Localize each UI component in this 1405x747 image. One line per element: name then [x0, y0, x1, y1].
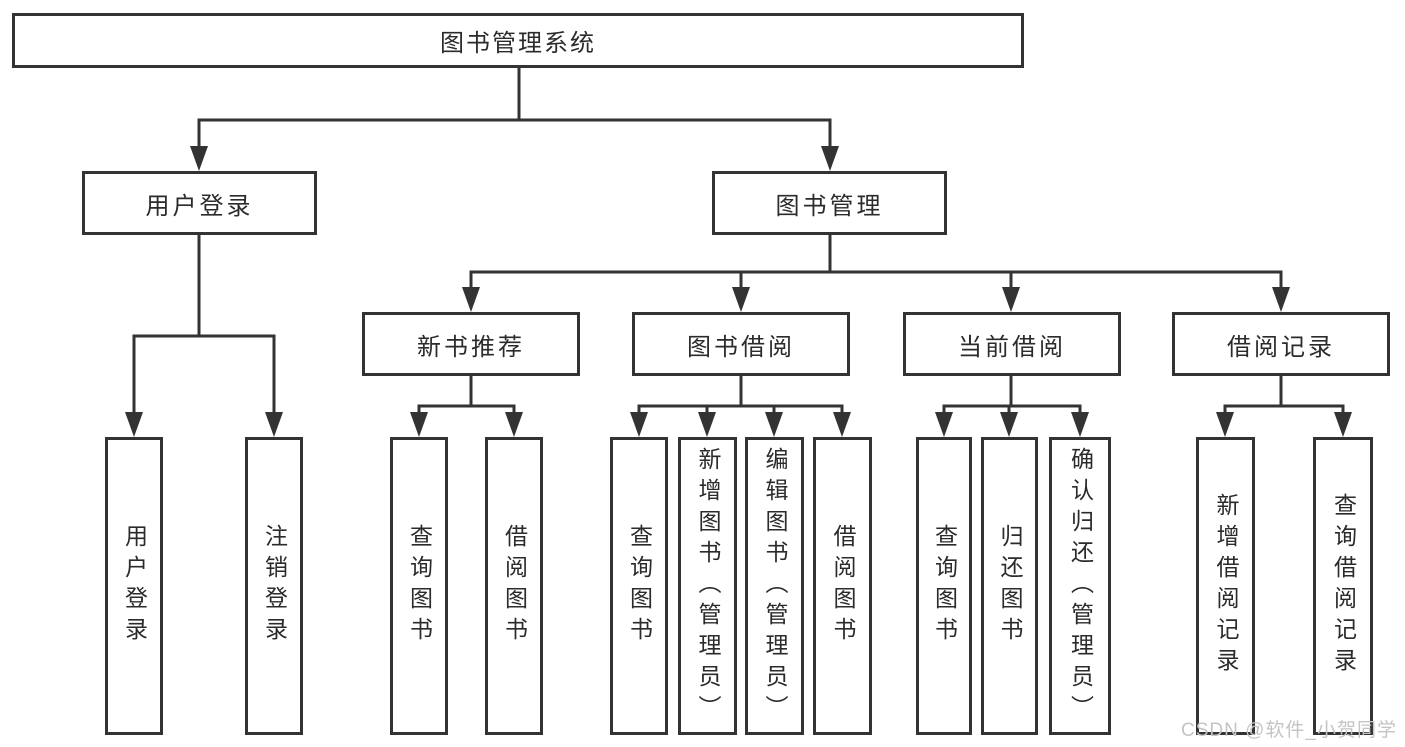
node-book-borrowing: 图书借阅 [632, 312, 850, 376]
node-label: 借阅图书 [830, 524, 856, 648]
leaf-logout: 注销登录 [245, 437, 303, 735]
arrow-down-icon [1000, 412, 1018, 437]
arrow-down-icon [190, 146, 208, 171]
arrow-down-icon [265, 412, 283, 437]
arrow-down-icon [765, 412, 783, 437]
arrow-down-icon [833, 412, 851, 437]
node-borrowing-records: 借阅记录 [1172, 312, 1390, 376]
node-label: 借阅图书 [501, 524, 528, 648]
node-label: 用户登录 [145, 192, 254, 220]
leaf-query-book-current: 查询图书 [916, 437, 972, 735]
node-label: 当前借阅 [958, 333, 1066, 361]
node-label: 借阅记录 [1227, 333, 1335, 361]
arrow-down-icon [1334, 412, 1352, 437]
arrow-down-icon [630, 412, 648, 437]
leaf-query-book-recommend: 查询图书 [390, 437, 448, 735]
node-new-book-recommend: 新书推荐 [362, 312, 580, 376]
node-library-management-system: 图书管理系统 [12, 13, 1024, 68]
node-label: 查询图书 [626, 524, 653, 648]
leaf-add-borrow-record: 新增借阅记录 [1196, 437, 1255, 735]
leaf-confirm-return-admin: 确认归还（管理员） [1049, 437, 1111, 735]
arrow-down-icon [698, 412, 716, 437]
node-label: 注销登录 [261, 524, 288, 648]
node-label: 图书借阅 [687, 333, 795, 361]
arrow-down-icon [935, 412, 953, 437]
node-label: 归还图书 [997, 524, 1023, 648]
node-label: 新书推荐 [417, 333, 525, 361]
node-user-login: 用户登录 [82, 171, 317, 235]
arrow-down-icon [821, 146, 839, 171]
leaf-query-borrow-record: 查询借阅记录 [1313, 437, 1373, 735]
arrow-down-icon [462, 287, 480, 312]
node-label: 确认归还（管理员） [1067, 446, 1094, 726]
node-label: 查询借阅记录 [1330, 493, 1357, 679]
node-book-management: 图书管理 [712, 171, 947, 235]
node-label: 编辑图书（管理员） [762, 446, 788, 726]
leaf-query-book-borrowing: 查询图书 [610, 437, 668, 735]
arrow-down-icon [1216, 412, 1234, 437]
node-label: 查询图书 [406, 524, 433, 648]
node-label: 图书管理 [775, 192, 884, 220]
node-label: 新增图书（管理员） [695, 446, 721, 726]
arrow-down-icon [1272, 287, 1290, 312]
arrow-down-icon [505, 412, 523, 437]
arrow-down-icon [1002, 287, 1020, 312]
leaf-edit-book-admin: 编辑图书（管理员） [745, 437, 804, 735]
arrow-down-icon [1071, 412, 1089, 437]
node-label: 图书管理系统 [440, 30, 596, 57]
leaf-return-book: 归还图书 [981, 437, 1038, 735]
node-current-borrowing: 当前借阅 [903, 312, 1121, 376]
node-label: 新增借阅记录 [1213, 493, 1239, 679]
arrow-down-icon [410, 412, 428, 437]
node-label: 用户登录 [121, 524, 148, 648]
leaf-borrow-book-borrowing: 借阅图书 [813, 437, 872, 735]
node-label: 查询图书 [931, 524, 958, 648]
leaf-add-book-admin: 新增图书（管理员） [678, 437, 737, 735]
leaf-borrow-book-recommend: 借阅图书 [485, 437, 543, 735]
leaf-user-login: 用户登录 [105, 437, 163, 735]
arrow-down-icon [732, 287, 750, 312]
arrow-down-icon [125, 412, 143, 437]
csdn-watermark: CSDN @软件_小贺同学 [1181, 720, 1397, 741]
